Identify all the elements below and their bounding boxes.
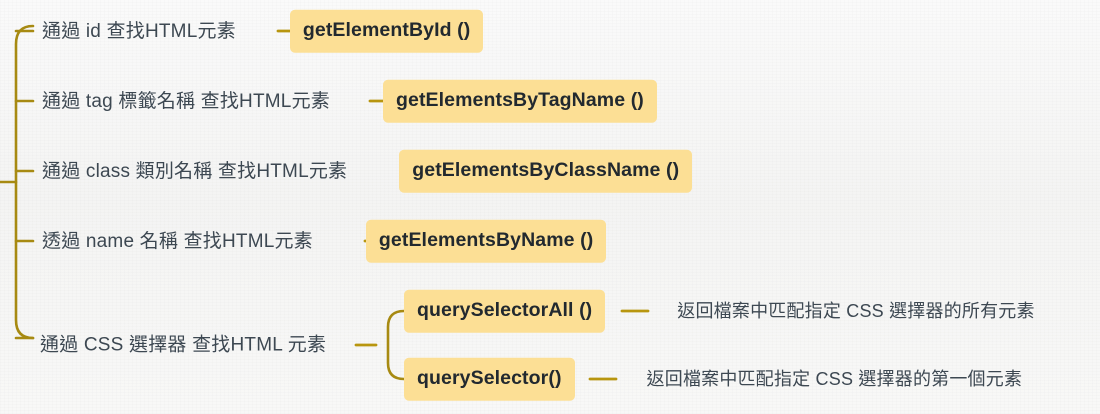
method-pill-query-selector-all[interactable]: querySelectorAll () xyxy=(404,289,606,333)
method-pill-wrap-class: getElementsByClassName () xyxy=(399,149,693,193)
method-pill-wrap-id: getElementById () xyxy=(289,9,484,53)
branch-row-css-selector[interactable]: 通過 CSS 選擇器 查找HTML 元素 xyxy=(40,336,326,355)
method-pill-get-element-by-id[interactable]: getElementById () xyxy=(289,9,484,53)
branch-label-name: 透過 name 名稱 查找HTML元素 xyxy=(42,230,313,252)
branch-label-class: 通過 class 類別名稱 查找HTML元素 xyxy=(42,160,348,182)
description-query-selector-all: 返回檔案中匹配指定 CSS 選擇器的所有元素 xyxy=(677,301,1035,321)
method-pill-wrap-name: getElementsByName () xyxy=(365,219,607,263)
branch-label-id: 通過 id 查找HTML元素 xyxy=(42,20,236,42)
branch-row-id[interactable]: 通過 id 查找HTML元素 getElementById () xyxy=(42,9,484,53)
branch-row-name[interactable]: 透過 name 名稱 查找HTML元素 getElementsByName () xyxy=(42,219,607,263)
method-pill-query-selector[interactable]: querySelector() xyxy=(404,357,575,401)
method-pill-wrap-tag: getElementsByTagName () xyxy=(382,79,657,123)
method-pill-get-elements-by-name[interactable]: getElementsByName () xyxy=(365,219,607,263)
method-pill-get-elements-by-tag-name[interactable]: getElementsByTagName () xyxy=(382,79,657,123)
branch-label-css-selector: 通過 CSS 選擇器 查找HTML 元素 xyxy=(40,334,327,356)
method-pill-get-elements-by-class-name[interactable]: getElementsByClassName () xyxy=(399,149,693,193)
child-row-query-selector[interactable]: querySelector() 返回檔案中匹配指定 CSS 選擇器的第一個元素 xyxy=(404,357,1023,401)
branch-row-tag[interactable]: 通過 tag 標籤名稱 查找HTML元素 getElementsByTagNam… xyxy=(42,79,657,123)
description-query-selector: 返回檔案中匹配指定 CSS 選擇器的第一個元素 xyxy=(646,369,1023,389)
branch-row-class[interactable]: 通過 class 類別名稱 查找HTML元素 getElementsByClas… xyxy=(42,149,693,193)
child-row-query-selector-all[interactable]: querySelectorAll () 返回檔案中匹配指定 CSS 選擇器的所有… xyxy=(404,289,1035,333)
branch-label-tag: 通過 tag 標籤名稱 查找HTML元素 xyxy=(42,90,330,112)
main-bracket xyxy=(14,24,35,340)
css-sub-bracket xyxy=(386,309,406,381)
